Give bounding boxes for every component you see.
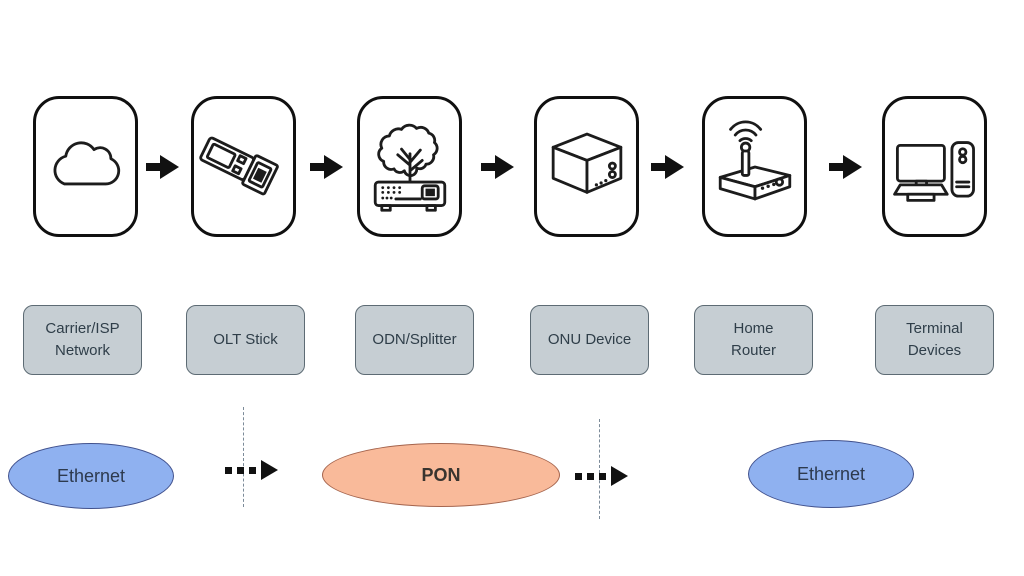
label-terminal-devices: Terminal Devices	[875, 305, 994, 375]
arrow-right-icon	[481, 155, 515, 179]
label-home-router: Home Router	[694, 305, 813, 375]
boundary-line-olt	[243, 407, 244, 507]
label-olt-stick: OLT Stick	[186, 305, 305, 375]
sfp-transceiver-icon	[198, 136, 279, 195]
segment-pon: PON	[322, 443, 560, 507]
cloud-icon	[53, 140, 120, 185]
tree-splitter-icon	[373, 123, 446, 212]
device-box-terminal	[882, 96, 987, 237]
device-box-carrier	[33, 96, 138, 237]
arrow-right-icon	[829, 155, 863, 179]
dashed-arrow-right-icon	[225, 460, 278, 480]
dashed-arrow-right-icon	[575, 466, 628, 486]
device-box-odn-splitter	[357, 96, 462, 237]
boundary-line-onu	[599, 419, 600, 519]
segment-ethernet-right: Ethernet	[748, 440, 914, 508]
device-box-onu	[534, 96, 639, 237]
label-onu-device: ONU Device	[530, 305, 649, 375]
arrow-right-icon	[146, 155, 180, 179]
arrow-right-icon	[310, 155, 344, 179]
device-box-olt-stick	[191, 96, 296, 237]
cube-icon	[551, 132, 622, 194]
device-box-home-router	[702, 96, 807, 237]
segment-ethernet-left: Ethernet	[8, 443, 174, 509]
label-odn-splitter: ODN/Splitter	[355, 305, 474, 375]
wifi-router-icon	[718, 119, 791, 200]
arrow-right-icon	[651, 155, 685, 179]
label-carrier-isp-network: Carrier/ISP Network	[23, 305, 142, 375]
desktop-computer-icon	[892, 140, 975, 202]
